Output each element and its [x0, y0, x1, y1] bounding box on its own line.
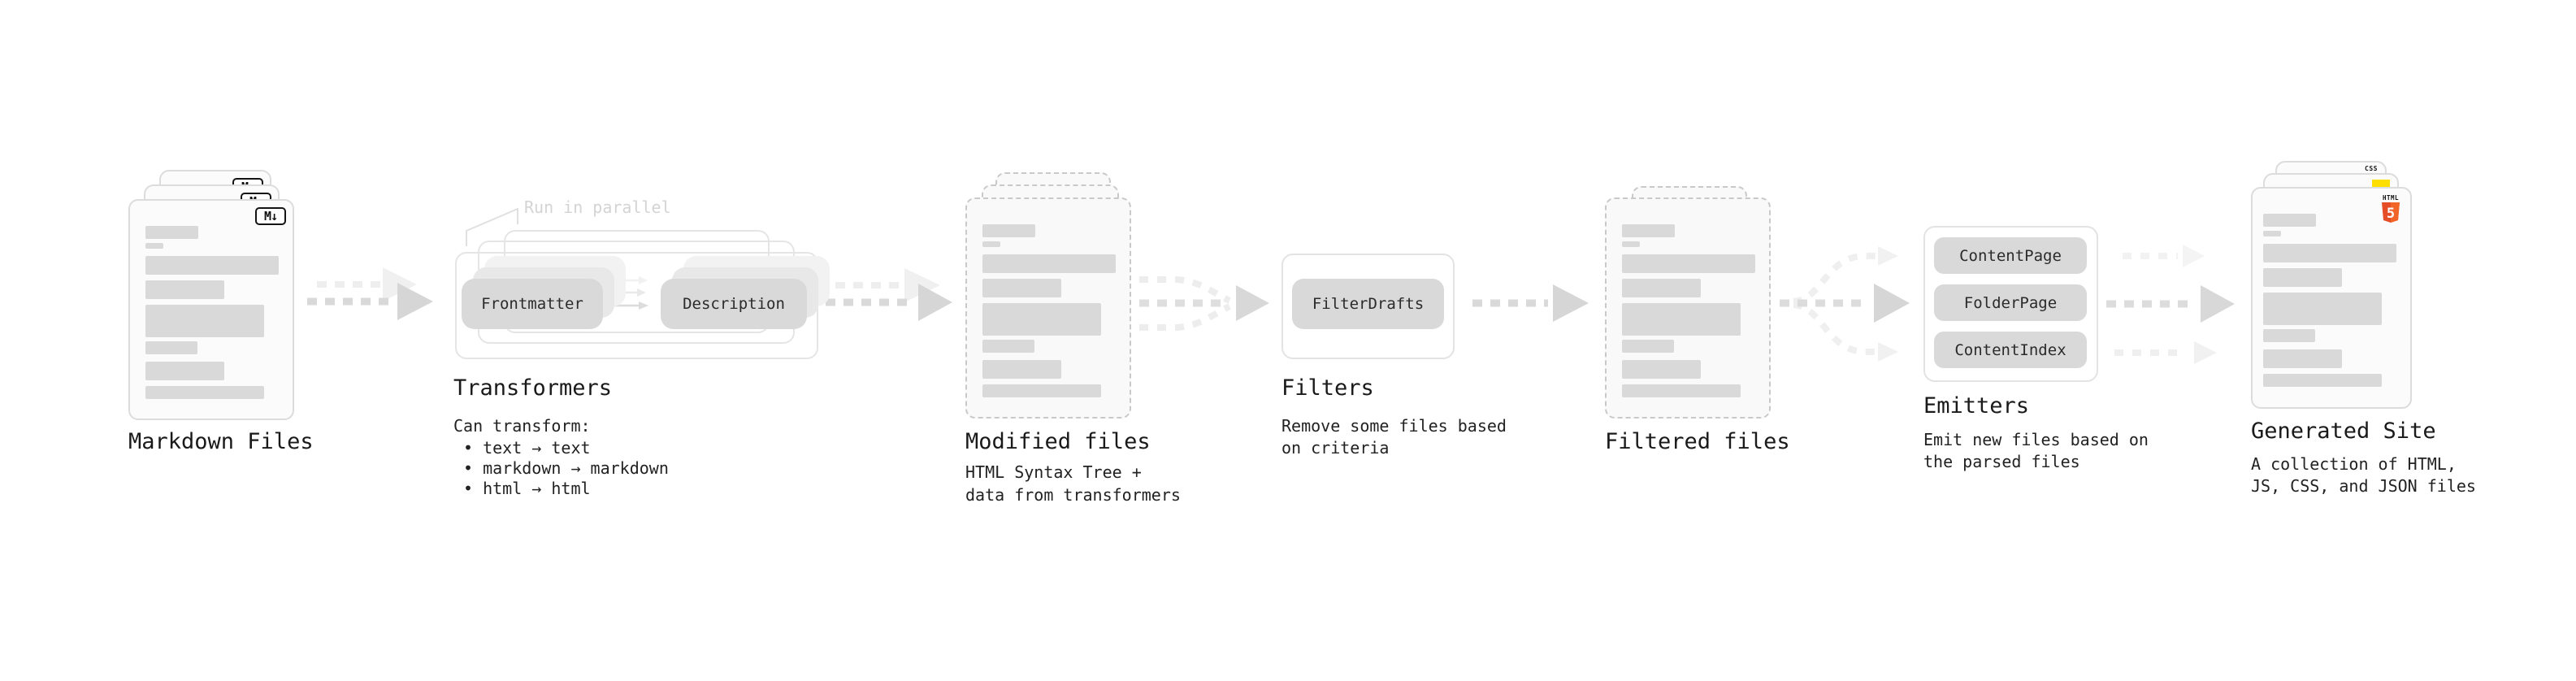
- stage-title-emitters: Emitters: [1923, 393, 2030, 419]
- stage-title-filtered-files: Filtered files: [1605, 429, 1790, 454]
- markdown-icon: M↓: [255, 207, 286, 225]
- text-placeholder-bar: [145, 226, 198, 239]
- arrow-emitters-to-generated: [2106, 245, 2235, 364]
- text-placeholder-bar: [145, 243, 163, 249]
- text-placeholder-bar: [145, 362, 224, 380]
- stage-title-generated-site: Generated Site: [2251, 419, 2436, 444]
- transformers-desc-heading: Can transform:: [453, 416, 591, 436]
- stage-title-filters: Filters: [1281, 375, 1374, 401]
- javascript-icon: [2372, 180, 2390, 189]
- run-in-parallel-note: Run in parallel: [524, 197, 671, 217]
- text-placeholder-bar: [2263, 268, 2342, 287]
- arrow-markdown-to-transformers: [307, 267, 433, 320]
- text-placeholder-bar: [2263, 374, 2382, 387]
- modified-files-desc-line1: HTML Syntax Tree +: [965, 462, 1142, 482]
- text-placeholder-bar: [2263, 293, 2382, 325]
- text-placeholder-bar: [982, 360, 1061, 379]
- text-placeholder-bar: [2263, 329, 2315, 342]
- stage-title-modified-files: Modified files: [965, 429, 1151, 454]
- transformers-bullet: • html → html: [463, 479, 591, 498]
- filters-desc-line1: Remove some files based: [1281, 416, 1507, 436]
- text-placeholder-bar: [145, 256, 279, 275]
- transformers-bullet: • text → text: [463, 438, 591, 458]
- text-placeholder-bar: [982, 303, 1101, 336]
- text-placeholder-bar: [2263, 349, 2342, 368]
- text-placeholder-bar: [145, 305, 264, 337]
- modified-files-desc-line2: data from transformers: [965, 485, 1181, 505]
- svg-text:HTML: HTML: [2383, 194, 2399, 202]
- arrow-filtered-to-emitters: [1780, 246, 1910, 362]
- arrow-modified-to-filters: [1139, 276, 1269, 331]
- emitters-desc-line1: Emit new files based on: [1923, 430, 2149, 449]
- text-placeholder-bar: [145, 386, 264, 399]
- text-placeholder-bar: [2263, 231, 2281, 236]
- markdown-file-card-front: M↓: [128, 199, 294, 420]
- stage-title-transformers: Transformers: [453, 375, 613, 401]
- transformers-bullet: • markdown → markdown: [463, 458, 669, 478]
- stage-title-markdown-files: Markdown Files: [128, 429, 314, 454]
- text-placeholder-bar: [982, 254, 1116, 273]
- text-placeholder-bar: [2263, 214, 2316, 227]
- generated-file-card-front: HTML 5: [2251, 187, 2412, 409]
- text-placeholder-bar: [1622, 384, 1741, 397]
- text-placeholder-bar: [982, 340, 1034, 353]
- emitter-pill-content-index: ContentIndex: [1934, 332, 2087, 368]
- text-placeholder-bar: [1622, 340, 1674, 353]
- frontmatter-pill: Frontmatter: [462, 279, 603, 329]
- generated-site-desc-line2: JS, CSS, and JSON files: [2251, 476, 2476, 496]
- text-placeholder-bar: [1622, 241, 1640, 247]
- emitter-pill-content-page: ContentPage: [1934, 237, 2087, 274]
- text-placeholder-bar: [982, 279, 1061, 297]
- description-pill: Description: [661, 279, 807, 329]
- generated-site-desc-line1: A collection of HTML,: [2251, 454, 2457, 474]
- svg-text:5: 5: [2387, 206, 2395, 222]
- arrow-filters-to-filtered: [1472, 284, 1589, 322]
- text-placeholder-bar: [982, 224, 1035, 237]
- emitter-pill-folder-page: FolderPage: [1934, 284, 2087, 321]
- text-placeholder-bar: [1622, 360, 1701, 379]
- text-placeholder-bar: [1622, 303, 1741, 336]
- filter-drafts-pill: FilterDrafts: [1292, 279, 1444, 329]
- text-placeholder-bar: [982, 241, 1000, 247]
- filtered-file-card-front: [1605, 197, 1771, 419]
- arrow-transformers-to-modified: [826, 268, 952, 321]
- text-placeholder-bar: [145, 341, 197, 354]
- html5-icon: HTML 5: [2380, 194, 2401, 225]
- filters-desc-line2: on criteria: [1281, 438, 1390, 458]
- emitters-desc-line2: the parsed files: [1923, 452, 2080, 471]
- run-in-parallel-callout-line: [466, 207, 518, 246]
- text-placeholder-bar: [982, 384, 1101, 397]
- text-placeholder-bar: [1622, 224, 1675, 237]
- text-placeholder-bar: [145, 280, 224, 299]
- text-placeholder-bar: [1622, 254, 1755, 273]
- text-placeholder-bar: [1622, 279, 1701, 297]
- modified-file-card-front: [965, 197, 1131, 419]
- text-placeholder-bar: [2263, 244, 2396, 262]
